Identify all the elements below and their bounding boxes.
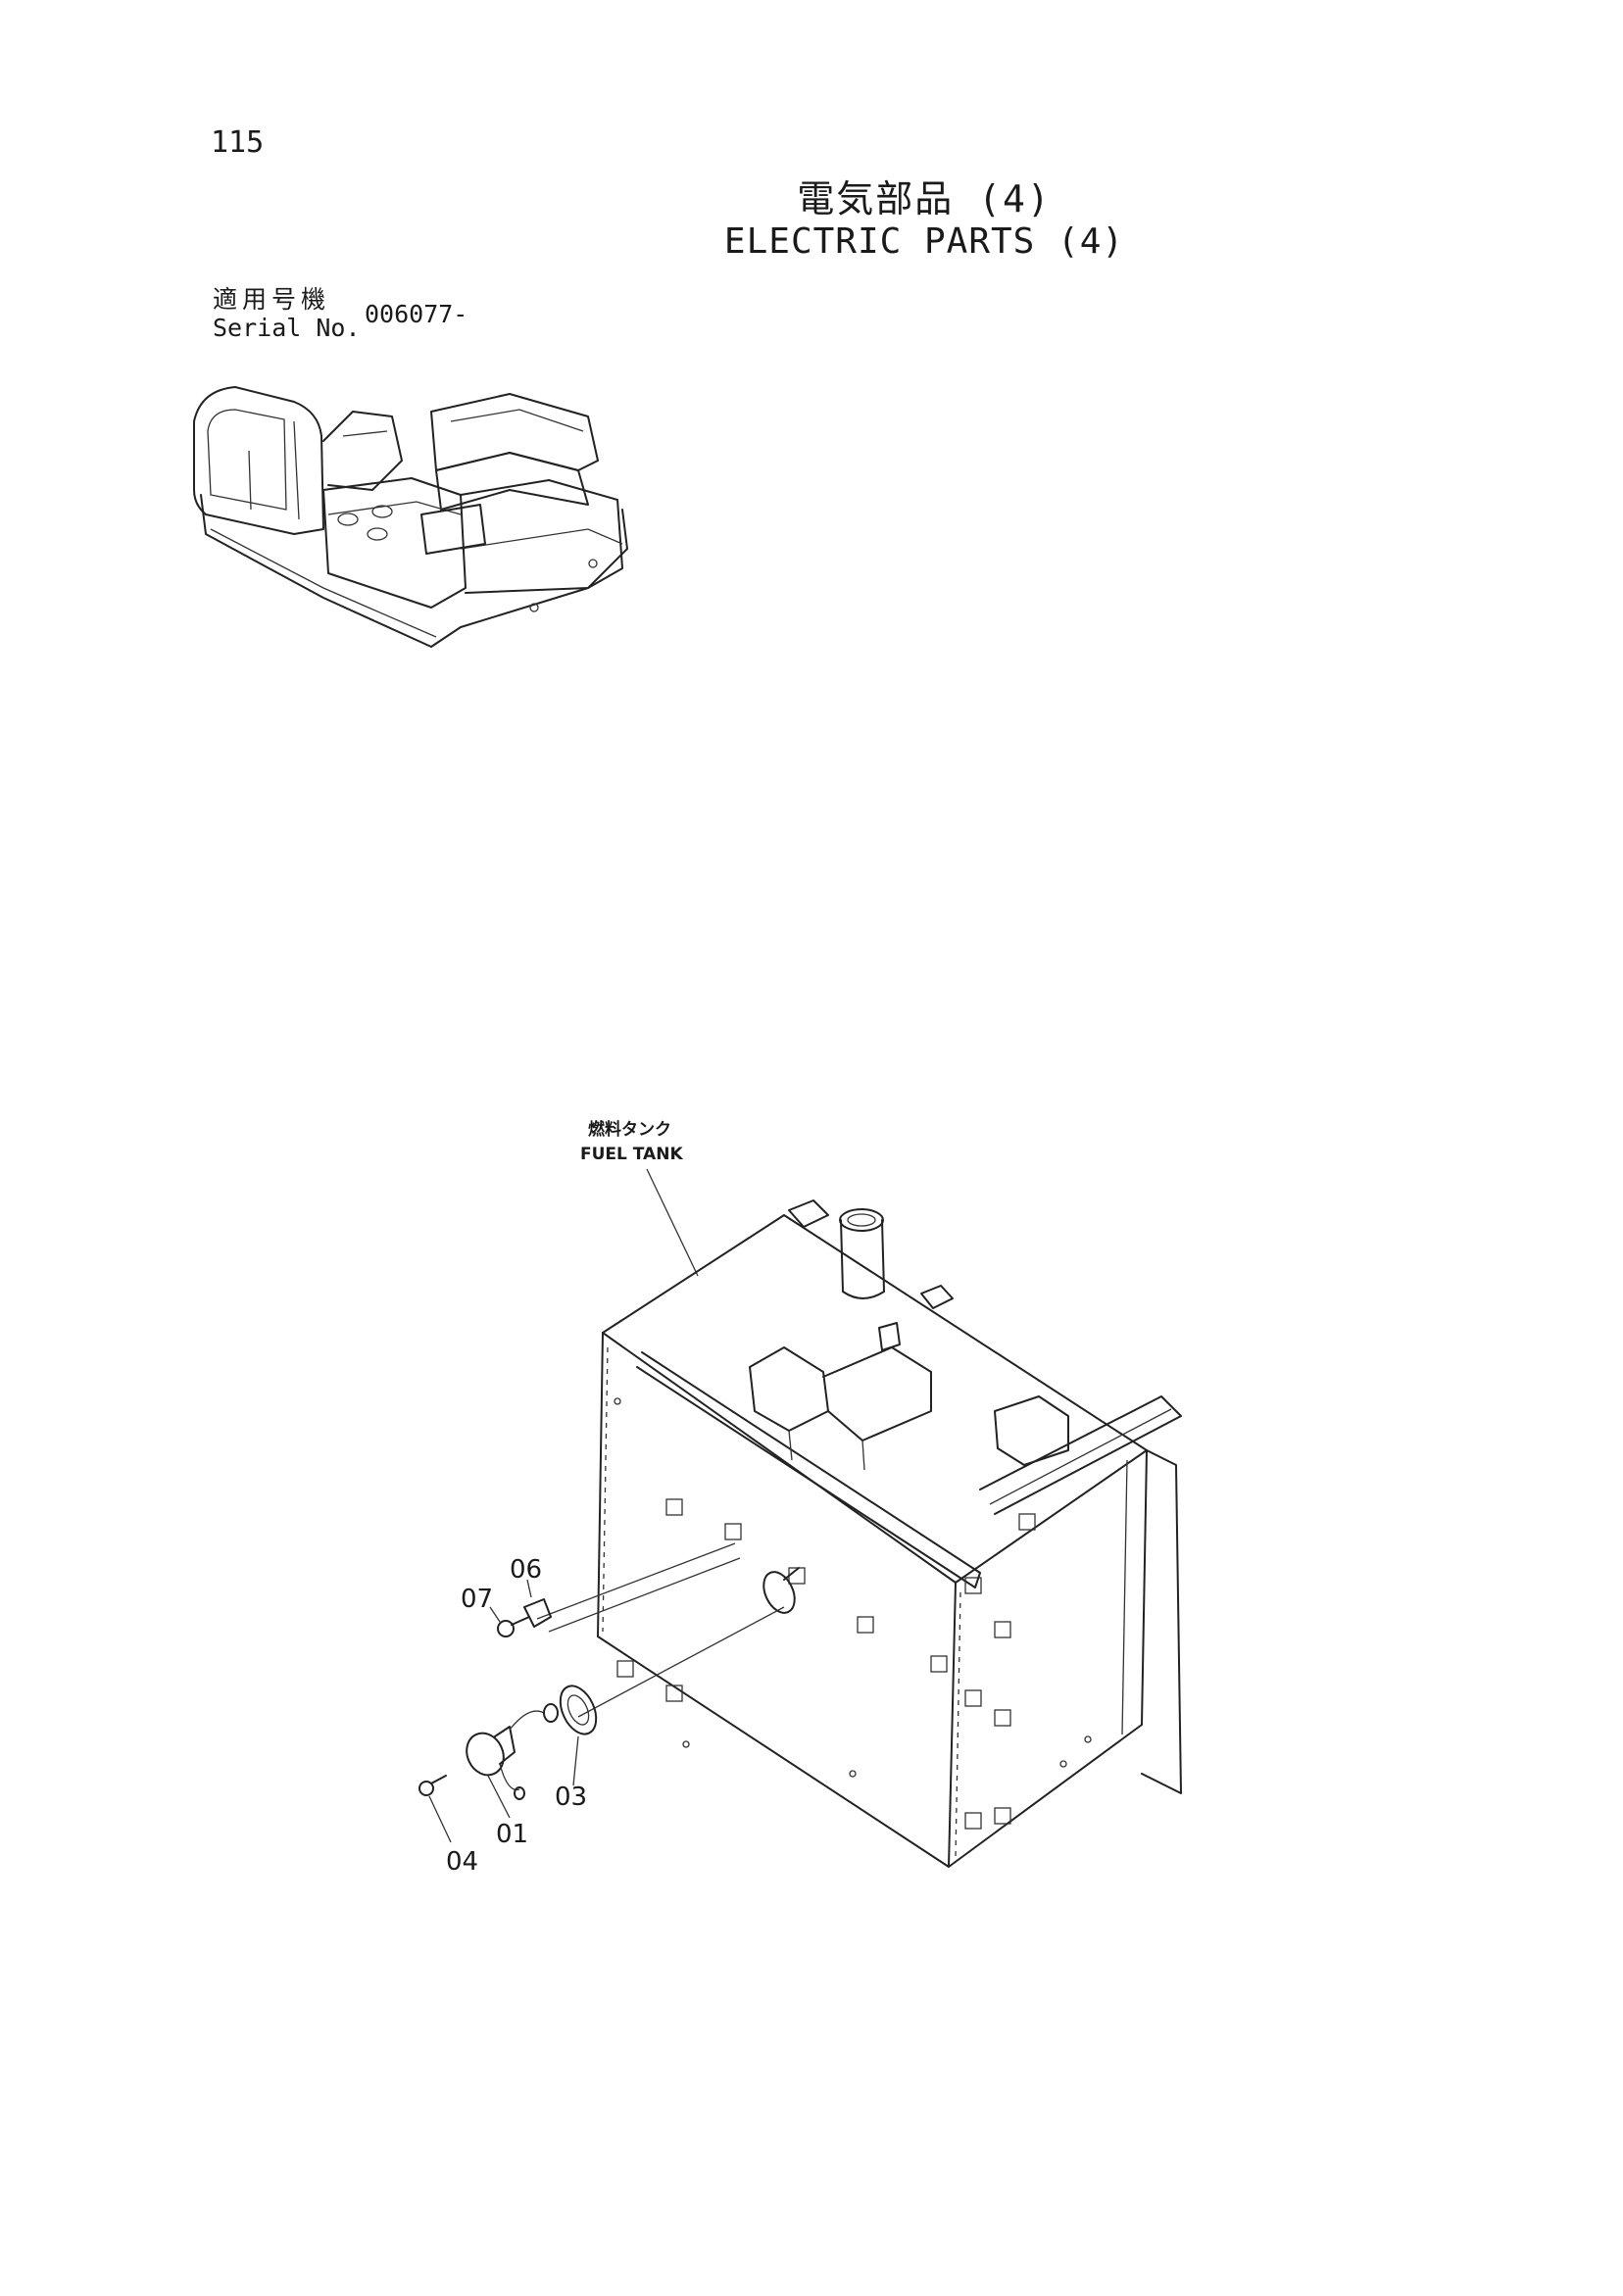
fuel-tank-drawing bbox=[597, 1199, 1182, 1868]
callout-07: 07 bbox=[461, 1585, 493, 1614]
callout-06: 06 bbox=[510, 1555, 542, 1585]
page-title-english: ELECTRIC PARTS (4) bbox=[723, 221, 1125, 262]
serial-label-japanese: 適用号機 bbox=[213, 285, 331, 314]
fuel-tank-label-english: FUEL TANK bbox=[580, 1145, 683, 1164]
callout-04: 04 bbox=[446, 1847, 478, 1877]
fuel-tank-label-japanese: 燃料タンク bbox=[588, 1119, 671, 1140]
callout-01: 01 bbox=[496, 1820, 528, 1849]
excavator-overview-illustration bbox=[193, 386, 628, 648]
callout-03: 03 bbox=[555, 1783, 587, 1812]
serial-number-value: 006077- bbox=[365, 300, 468, 328]
serial-label-english: Serial No. bbox=[213, 314, 361, 342]
fuel-sensor-assembly bbox=[418, 1542, 800, 1843]
fuel-tank-leader-line bbox=[646, 1168, 699, 1277]
page-title-japanese: 電気部品 (4) bbox=[797, 177, 1052, 220]
page-number: 115 bbox=[211, 125, 265, 160]
